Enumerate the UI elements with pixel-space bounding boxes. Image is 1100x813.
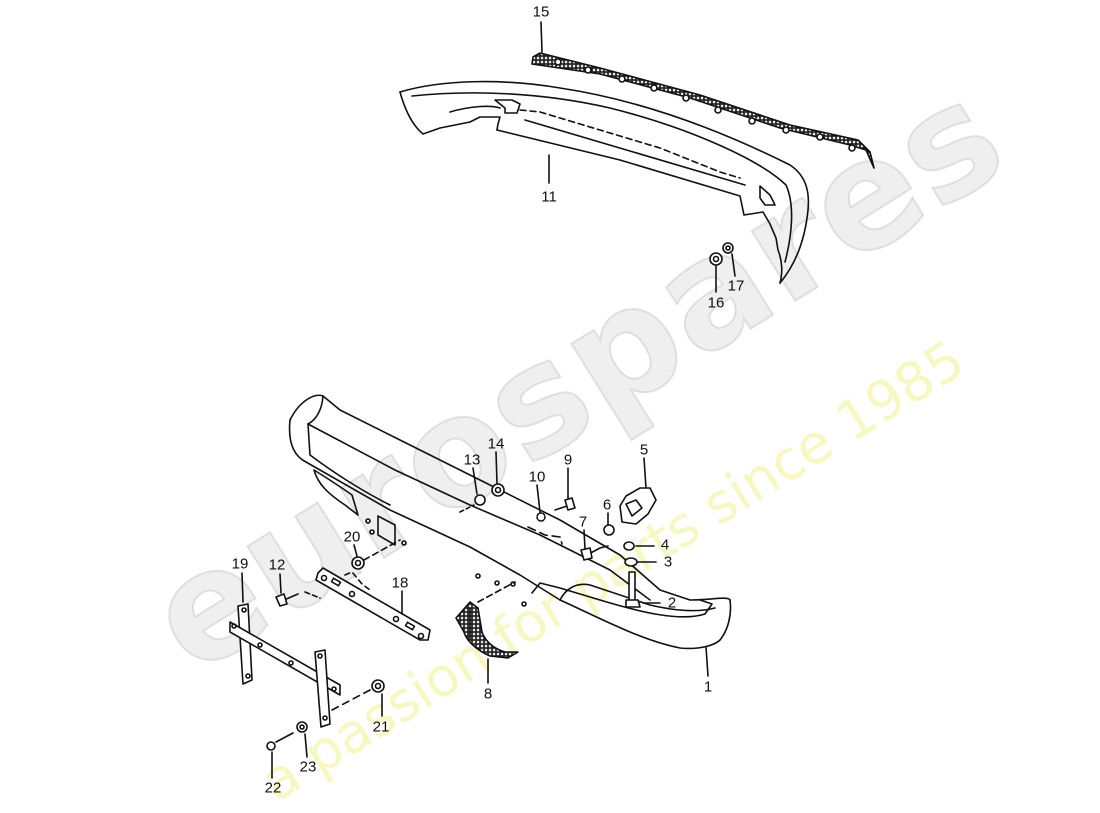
callout-15: 15 [532,3,550,21]
callout-17: 17 [727,277,745,295]
callout-3: 3 [663,553,673,571]
callout-10: 10 [528,468,546,486]
callout-5: 5 [639,441,649,459]
part-22-screw [266,732,294,751]
part-2-bolt [625,571,641,608]
part-4-nut [623,541,635,551]
part-9-bolt [554,497,576,511]
callout-21: 21 [372,718,390,736]
callout-6: 6 [602,496,612,514]
part-12-screw [275,593,299,607]
callout-2: 2 [667,594,677,612]
callout-22: 22 [264,779,282,797]
part-1-front-bumper [288,394,732,650]
callout-7: 7 [578,513,588,531]
part-21-nut [371,679,385,693]
part-10-star-washer [536,512,546,522]
part-14-nut [491,483,505,497]
callout-23: 23 [299,758,317,776]
part-8-guard-pad [455,601,519,659]
part-17-washer [722,242,734,254]
callout-11: 11 [541,188,557,206]
part-16-nut [709,252,723,266]
part-13-washer [474,494,486,506]
part-15-seal-strip [531,52,875,169]
part-6-spring-washer [603,524,615,536]
part-5-bracket [619,487,657,525]
callout-8: 8 [483,685,493,703]
part-3-washer [624,557,638,567]
callout-9: 9 [563,451,573,469]
callout-4: 4 [660,536,670,554]
part-19-bracket [229,603,341,728]
part-7-bolt [580,545,609,561]
part-18-mounting-strip [315,567,431,641]
callout-16: 16 [707,294,725,312]
callout-14: 14 [487,435,505,453]
part-11-rear-bumper [399,80,810,284]
callout-20: 20 [343,528,361,546]
part-23-washer [296,721,308,733]
callout-19: 19 [231,555,249,573]
callout-13: 13 [463,451,481,469]
leader-15 [540,21,543,53]
callout-1: 1 [703,678,713,696]
callout-18: 18 [391,574,409,592]
part-20-nut [351,556,365,570]
callout-12: 12 [268,556,286,574]
